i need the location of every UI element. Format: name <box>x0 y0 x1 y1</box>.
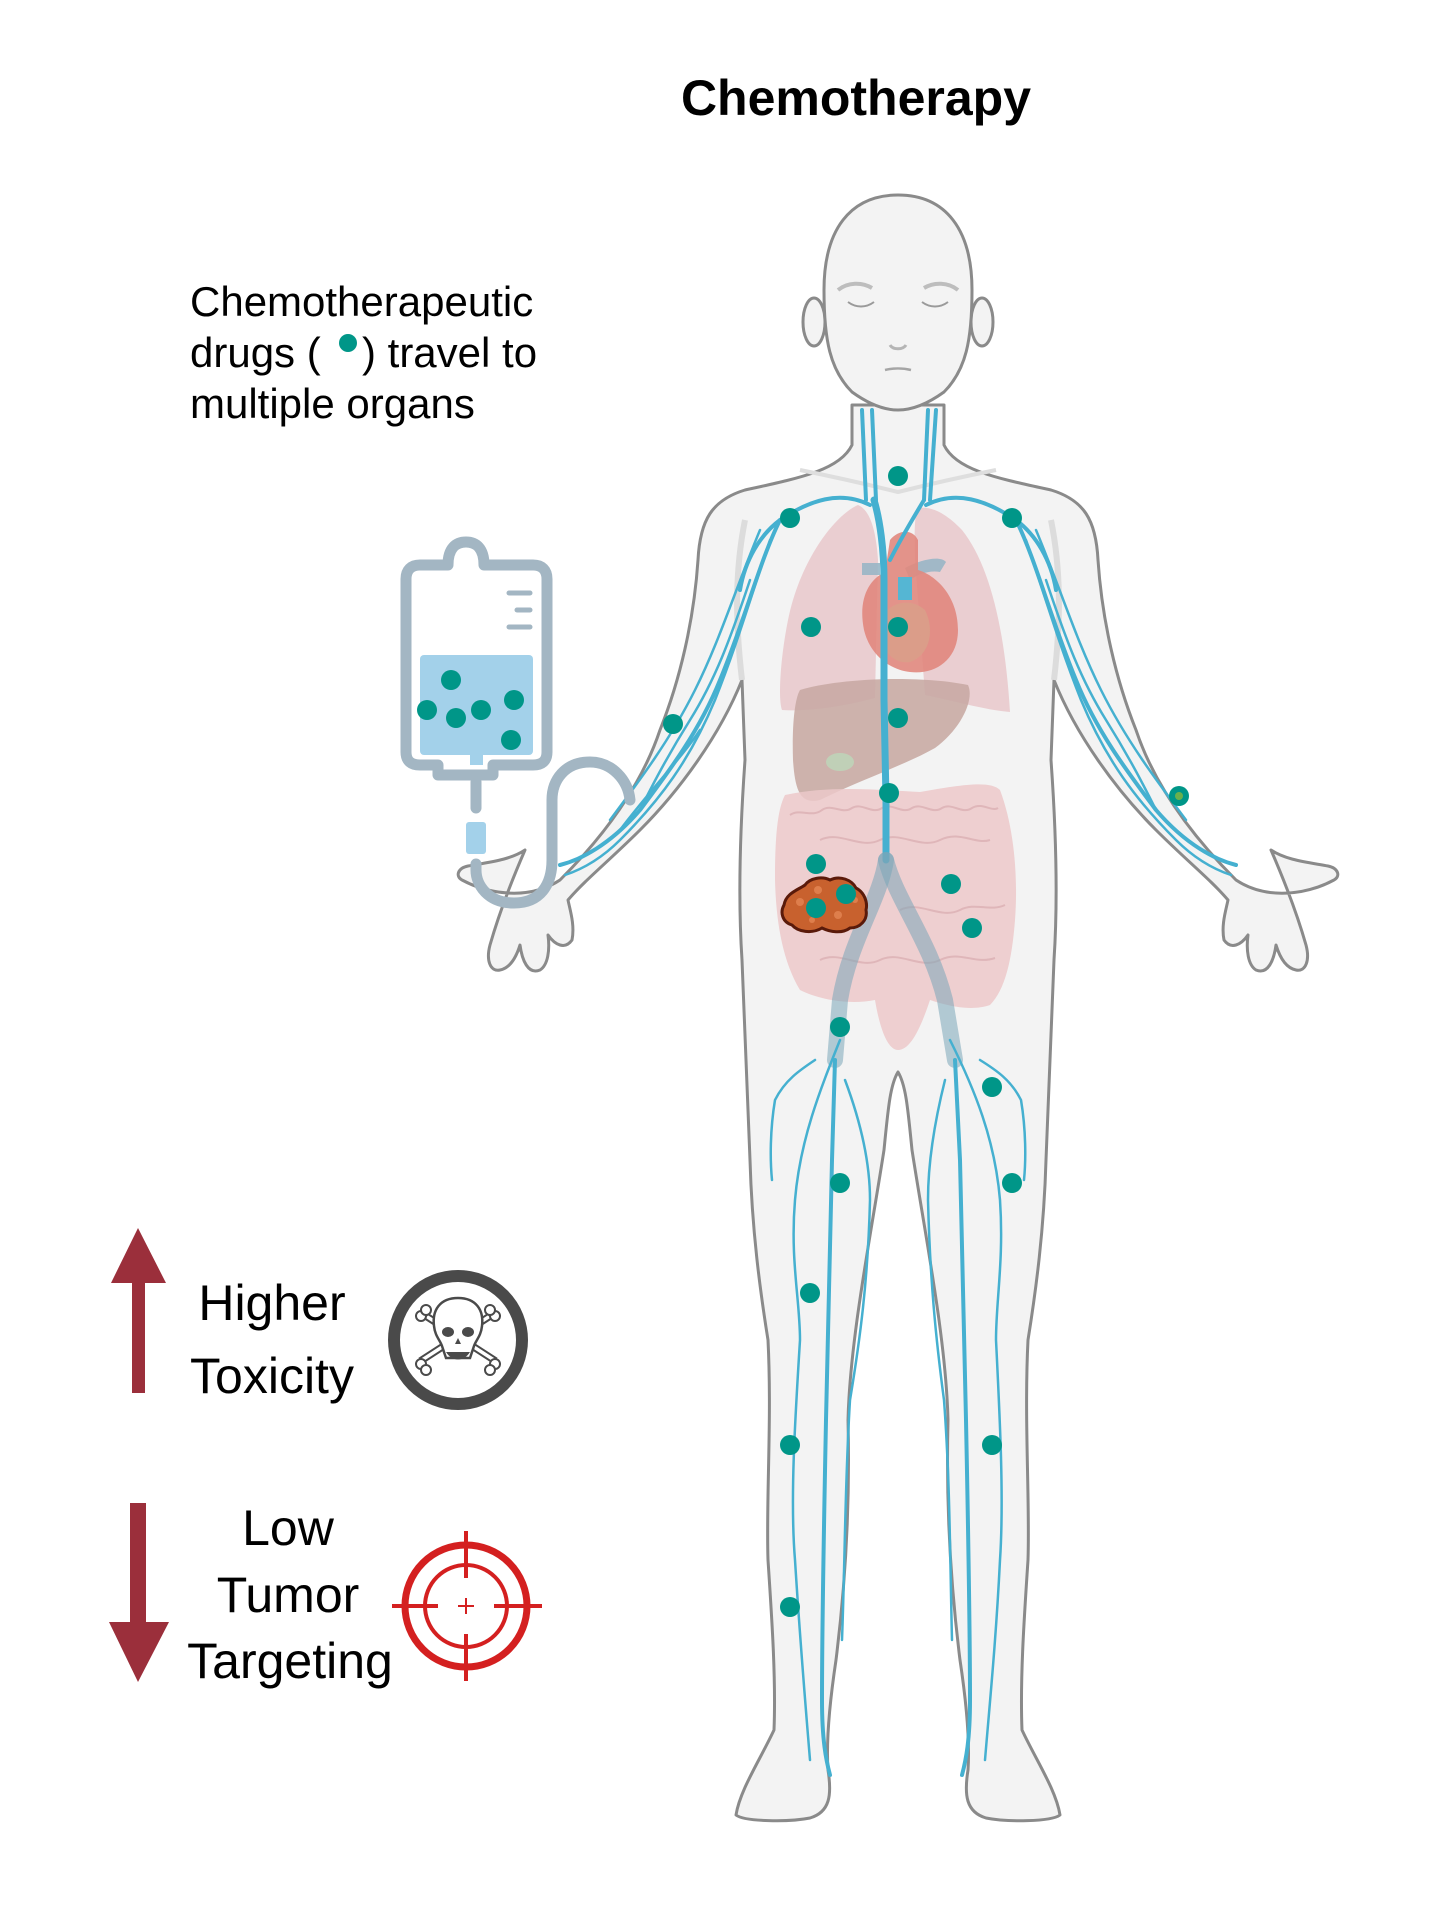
drug-particle-right-shoulder <box>1002 508 1022 528</box>
drug-particle-right-arm-core <box>1175 792 1183 800</box>
drug-particle-abdomen <box>879 783 899 803</box>
drug-particle-left-calf <box>780 1597 800 1617</box>
left-eye-closed <box>847 301 875 308</box>
caption-line-1: Chemotherapeutic <box>190 278 533 325</box>
drug-particle-left-shin <box>780 1435 800 1455</box>
skull-crossbones-icon <box>388 1270 528 1410</box>
drug-particle-intestine-1 <box>806 854 826 874</box>
crosshair-target-icon <box>392 1531 542 1681</box>
drug-particle-left-knee <box>800 1283 820 1303</box>
targeting-label-line-2: Tumor <box>217 1567 360 1623</box>
drug-particle-tumor-2 <box>806 898 826 918</box>
legend-targeting: Low Tumor Targeting <box>109 1500 542 1689</box>
right-armpit-shade <box>1048 519 1062 681</box>
iv-drip-chamber <box>466 822 486 854</box>
left-eyebrow <box>836 281 874 292</box>
arrow-down-icon <box>109 1503 169 1682</box>
drug-particle-intestine-2 <box>941 874 961 894</box>
drug-particle-lung <box>801 617 821 637</box>
drug-particle-left-thigh <box>830 1173 850 1193</box>
human-body-figure <box>456 193 1340 1823</box>
drug-particle-left-shoulder <box>780 508 800 528</box>
collarbone-shade <box>799 468 997 495</box>
left-armpit-shade <box>734 519 748 681</box>
targeting-label-line-3: Targeting <box>187 1633 393 1689</box>
drug-particle-neck <box>888 466 908 486</box>
left-lung <box>780 505 878 711</box>
drug-particles-in-body <box>663 466 1189 1617</box>
drug-particle-tumor-1 <box>836 884 856 904</box>
gallbladder <box>826 753 854 771</box>
caption-line-2-end: ) travel to <box>362 329 537 376</box>
drug-particle-right-thigh <box>1002 1173 1022 1193</box>
face <box>822 193 974 412</box>
caption: Chemotherapeutic drugs ( ) travel to mul… <box>190 278 537 427</box>
page-title: Chemotherapy <box>681 70 1031 126</box>
toxicity-label-line-2: Toxicity <box>190 1348 354 1404</box>
toxicity-label-line-1: Higher <box>198 1275 345 1331</box>
veins <box>558 408 1238 1777</box>
mouth <box>884 367 912 372</box>
left-ear <box>801 296 827 348</box>
drug-particles-in-bag <box>417 670 524 750</box>
nose <box>888 344 908 351</box>
drug-particle-left-hip <box>830 1017 850 1037</box>
caption-line-2-start: drugs ( <box>190 329 321 376</box>
drug-particle-liver <box>888 708 908 728</box>
drug-particle-heart <box>888 617 908 637</box>
arrow-up-icon <box>111 1228 166 1393</box>
caption-line-3: multiple organs <box>190 380 475 427</box>
drug-particle-intestine-3 <box>962 918 982 938</box>
drug-particle-right-shin <box>982 1435 1002 1455</box>
iv-bag-icon <box>400 536 636 909</box>
right-ear <box>969 296 995 348</box>
targeting-label-line-1: Low <box>242 1500 335 1556</box>
right-eye-closed <box>921 301 949 308</box>
drug-particle-right-hip <box>982 1077 1002 1097</box>
right-eyebrow <box>922 281 960 292</box>
drug-particle-left-arm <box>663 714 683 734</box>
head <box>801 193 995 412</box>
legend-toxicity: Higher Toxicity <box>111 1228 528 1410</box>
drug-particle-legend-icon <box>339 334 357 352</box>
